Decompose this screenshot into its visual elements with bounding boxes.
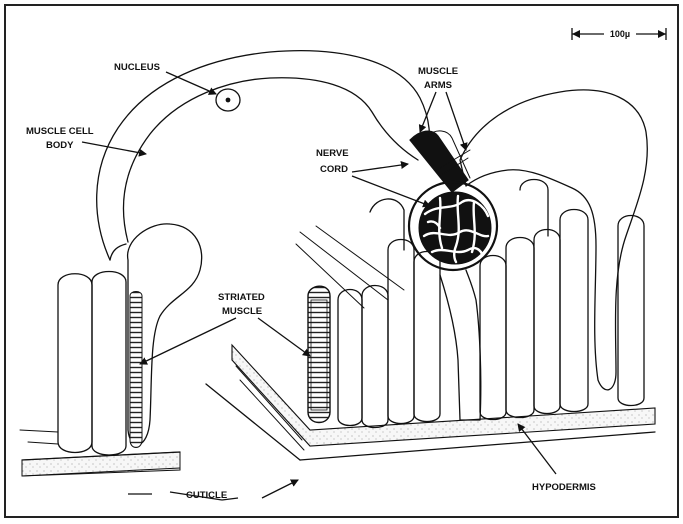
label-muscle-arms-line2: ARMS	[424, 80, 452, 91]
label-nerve-cord-line1: NERVE	[316, 148, 349, 159]
hypodermal-cord	[440, 270, 481, 420]
label-nerve-cord-line2: CORD	[320, 164, 348, 175]
label-cuticle: CUTICLE	[186, 490, 227, 501]
label-muscle-arms-line1: MUSCLE	[418, 66, 458, 77]
label-muscle-cell-body-line1: MUSCLE CELL	[26, 126, 94, 137]
scale-bar-label: 100µ	[610, 29, 630, 39]
left-body-wall-section	[20, 224, 202, 476]
label-muscle-cell-body-line2: BODY	[46, 140, 74, 151]
label-hypodermis: HYPODERMIS	[532, 482, 596, 493]
label-striated-muscle-line2: MUSCLE	[222, 306, 262, 317]
nerve-cord	[409, 182, 497, 270]
label-striated-muscle-line1: STRIATED	[218, 292, 265, 303]
scale-bar: 100µ	[572, 28, 666, 40]
label-nucleus: NUCLEUS	[114, 62, 160, 73]
right-body-wall-section	[206, 90, 655, 460]
